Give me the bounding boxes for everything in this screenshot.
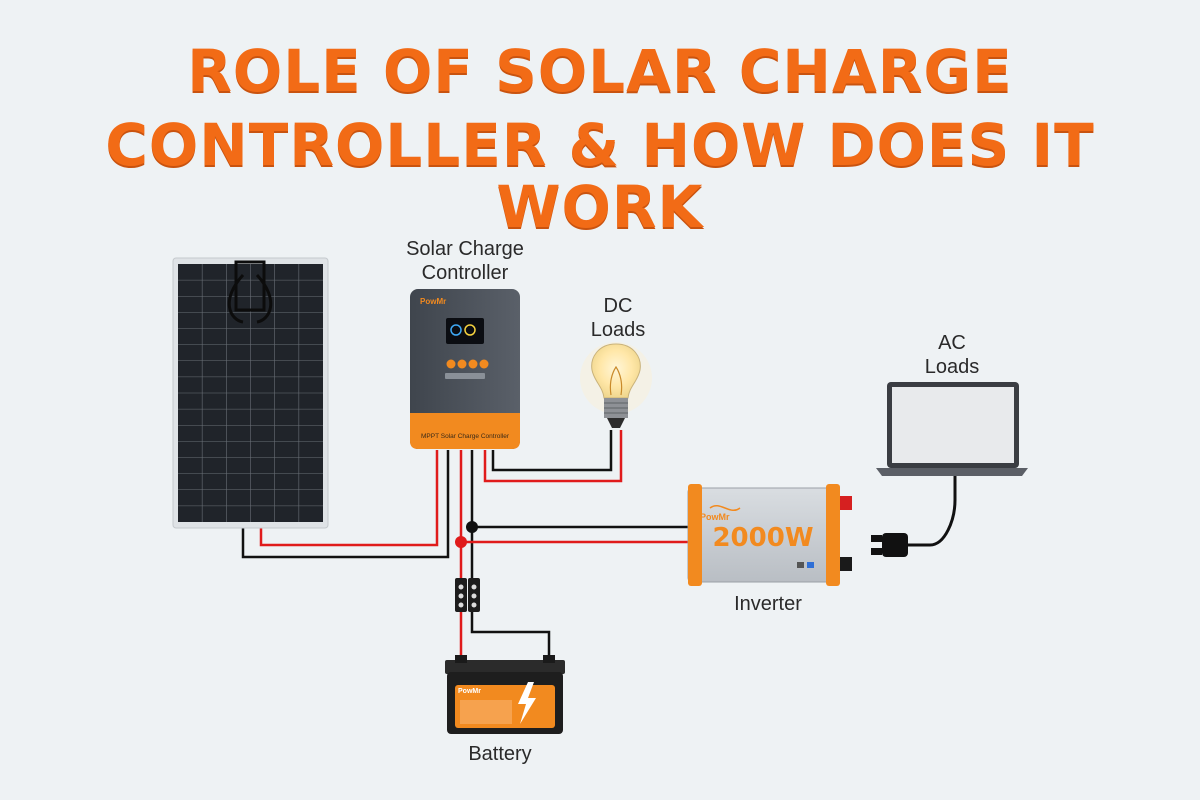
controller-button-2 [457,359,467,369]
inverter: PowMr 2000W [687,484,852,586]
negative-junction [466,521,478,533]
ac-loads-label-line-1: AC [938,332,966,354]
controller-label-line-2: Controller [421,262,509,284]
inverter-power-rating: 2000W [712,523,813,553]
positive-junction [455,536,467,548]
battery: PowMr [445,655,565,734]
charge-controller: PowMr MPPT Solar Charge Controller [410,289,520,449]
inverter-brand: PowMr [700,512,730,522]
solar-panel [172,257,329,529]
laptop-icon [876,382,1028,547]
controller-front-text: MPPT Solar Charge Controller [421,433,510,440]
ac-plug-icon [871,533,908,557]
page-title-line-2: CONTROLLER & HOW DOES IT WORK [105,111,1095,241]
dc-loads-label-line-2: Loads [590,319,646,341]
controller-label-line-1: Solar Charge [406,238,524,260]
solar-negative-wire [241,450,450,559]
solar-positive-wire [259,450,439,547]
inverter-positive-terminal [840,496,852,510]
controller-button-4 [479,359,489,369]
controller-button-3 [468,359,478,369]
dc-load-negative-wire [491,430,613,472]
controller-label: Solar Charge Controller [400,237,530,285]
inverter-label: Inverter [734,593,802,615]
dc-loads-label-line-1: DC [603,295,633,317]
battery-label: Battery [468,743,532,765]
light-bulb-icon [580,342,652,428]
page-title-line-1: ROLE OF SOLAR CHARGE [187,37,1013,105]
fuse-holders [455,578,480,612]
lightning-bolt-icon [518,682,536,724]
controller-brand: PowMr [420,297,446,306]
battery-brand: PowMr [458,688,481,695]
ac-loads-label: AC Loads [912,331,992,379]
wires [241,430,690,660]
controller-button-1 [446,359,456,369]
dc-loads-label: DC Loads [578,294,658,342]
ac-loads-label-line-2: Loads [924,356,980,378]
battery-negative-wire [470,612,551,660]
inverter-negative-terminal [840,557,852,571]
dc-load-positive-wire [483,430,623,483]
